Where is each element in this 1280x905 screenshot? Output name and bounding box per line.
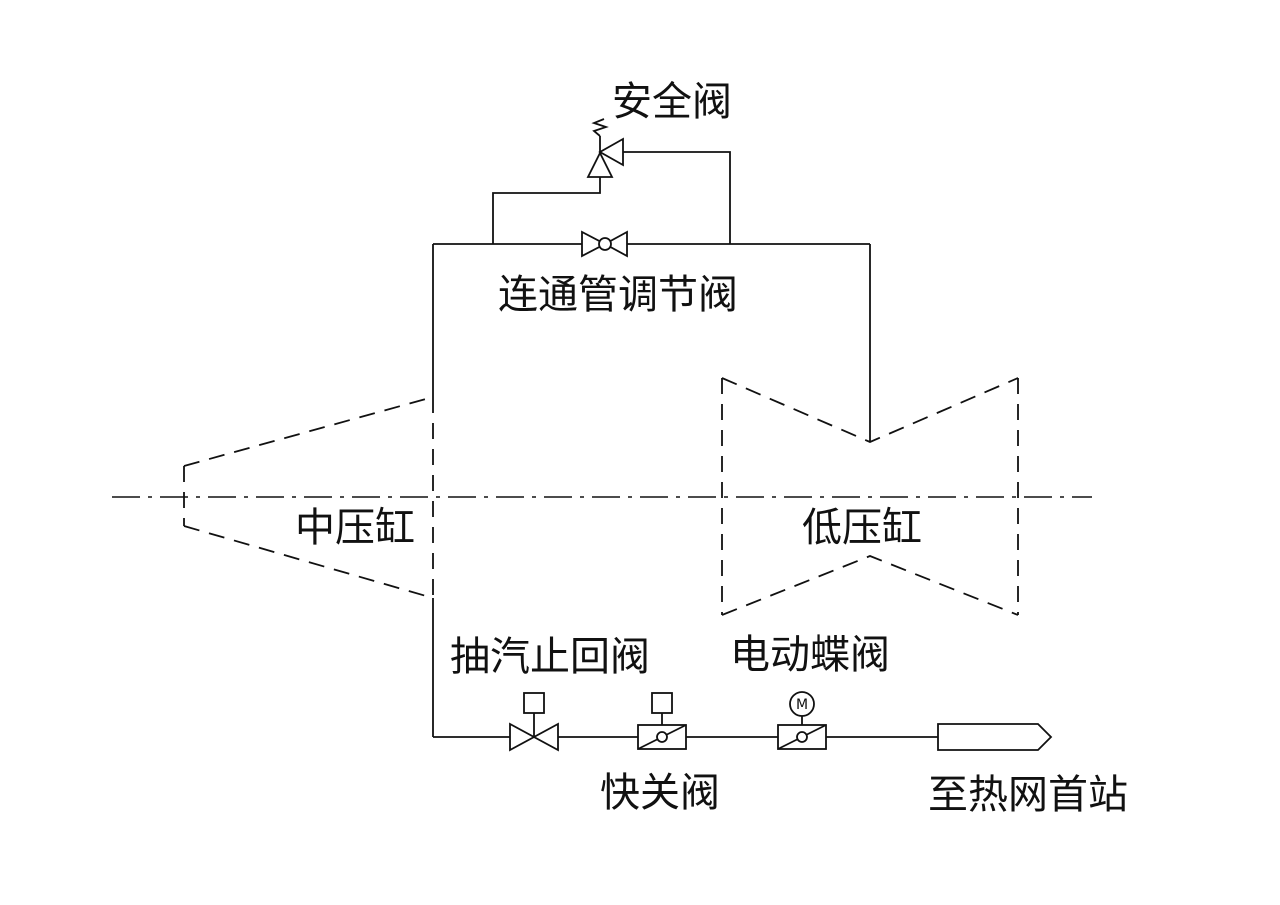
ip-cylinder	[183, 396, 434, 599]
label-to-heating-station: 至热网首站	[928, 772, 1128, 818]
extraction-check-valve	[509, 692, 559, 752]
label-safety-valve: 安全阀	[612, 79, 732, 125]
safety-valve	[586, 118, 624, 178]
motor-actuator-icon	[789, 691, 815, 717]
label-electric-butterfly-valve: 电动蝶阀	[730, 632, 890, 678]
label-lp-cylinder: 低压缸	[802, 505, 922, 551]
label-extraction-check-valve: 抽汽止回阀	[450, 634, 650, 680]
crossover-control-valve	[581, 230, 628, 258]
label-ip-cylinder: 中压缸	[295, 505, 415, 551]
safety-valve-branch	[492, 151, 731, 244]
extraction-pipe	[432, 598, 938, 738]
label-crossover-control-valve: 连通管调节阀	[498, 272, 738, 318]
electric-butterfly-valve: M	[777, 691, 827, 750]
to-heating-station-arrow	[937, 723, 1053, 751]
label-quick-closing-valve: 快关阀	[600, 770, 720, 816]
quick-closing-valve	[637, 692, 687, 750]
motor-symbol: M	[796, 697, 808, 713]
crossover-pipe	[432, 243, 871, 442]
